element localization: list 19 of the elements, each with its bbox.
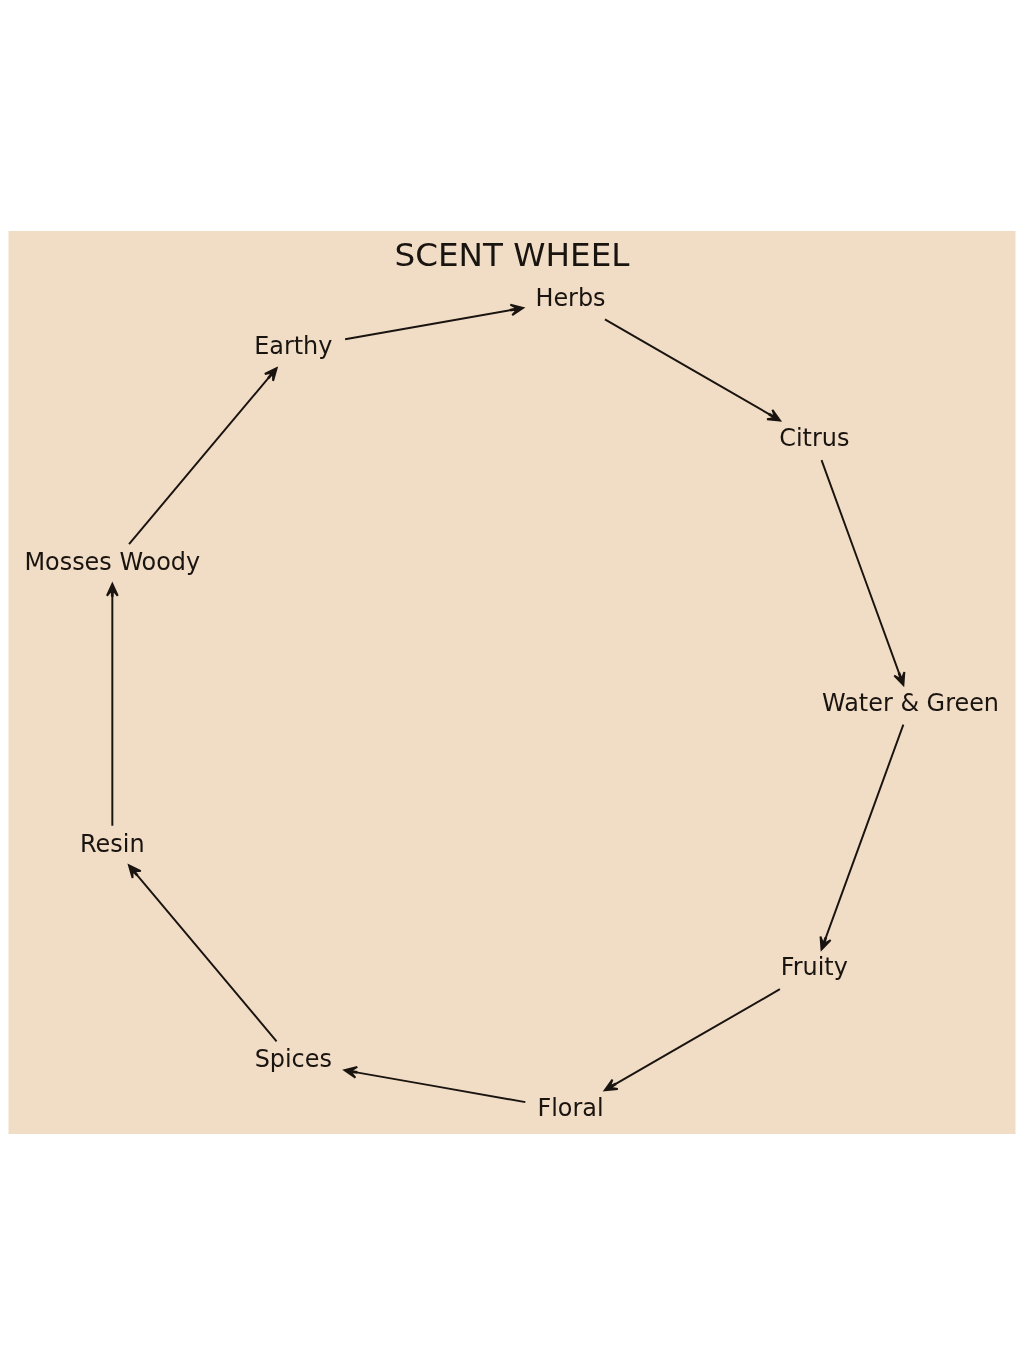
node-text: Citrus (779, 424, 850, 453)
node-text: Spices (254, 1045, 332, 1074)
node-text: Water & Green (822, 688, 1000, 717)
node-text: Mosses Woody (24, 548, 201, 577)
arrow (603, 318, 782, 422)
arrow (344, 303, 525, 341)
diagram-title: SCENT WHEEL (394, 235, 630, 274)
node-text: Fruity (780, 953, 848, 982)
arrow (603, 988, 781, 1092)
node-text: Floral (537, 1094, 604, 1123)
arrow (343, 1066, 527, 1104)
node-text: Earthy (254, 332, 333, 361)
arrow (128, 864, 278, 1043)
arrow (105, 582, 119, 827)
arrow (820, 459, 906, 686)
node-text: Resin (80, 829, 145, 858)
arrow (128, 367, 278, 546)
node-text: Herbs (535, 283, 606, 312)
arrow (819, 723, 905, 951)
